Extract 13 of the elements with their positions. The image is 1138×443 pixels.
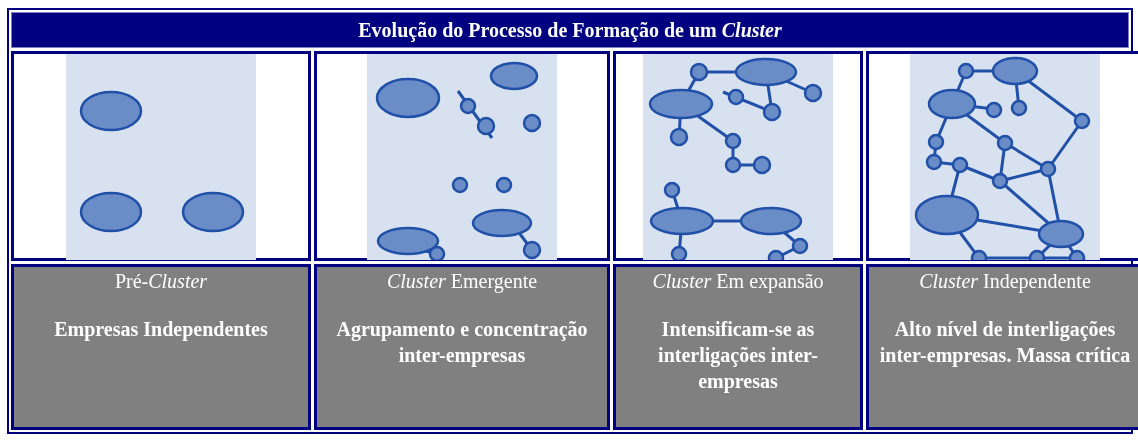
stage-cell	[613, 264, 863, 430]
stage-description: Empresas Independentes	[54, 317, 268, 342]
title: Evolução do Processo de Formação de um Cluster	[358, 18, 782, 44]
stage-cell	[314, 264, 610, 430]
stage-description: Alto nível de interligações inter-empresas. Massa crítica	[878, 317, 1132, 368]
stage-cell	[11, 264, 311, 430]
stage-cell	[866, 264, 1138, 430]
stage-description: Agrupamento e concentração inter-empresas	[335, 317, 589, 368]
stage-name: Cluster Emergente	[386, 269, 538, 294]
stage-name: Pré-Cluster	[114, 269, 208, 294]
stage-name: Cluster Em expansão	[652, 269, 824, 294]
stage-description: Intensificam-se as interligações inter-empresas	[657, 317, 819, 394]
stage-name: Cluster Independente	[919, 269, 1091, 294]
